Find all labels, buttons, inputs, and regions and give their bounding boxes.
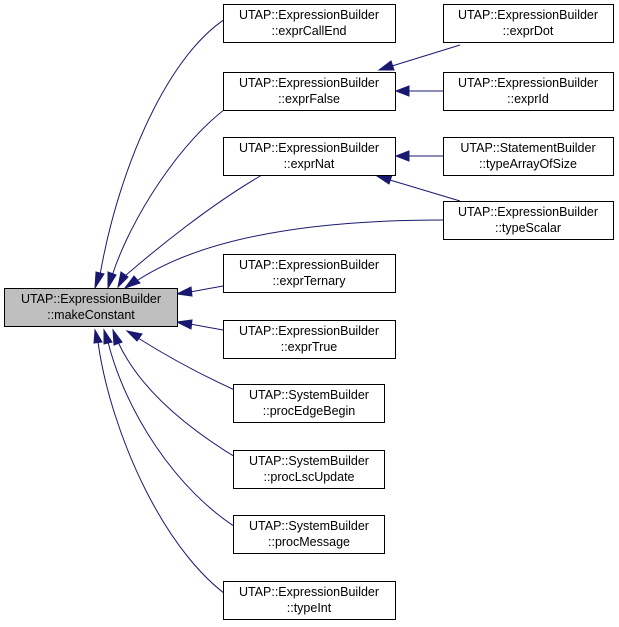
node-make-constant[interactable]: UTAP::ExpressionBuilder ::makeConstant (4, 288, 178, 327)
node-expr-false-line1: UTAP::ExpressionBuilder (239, 76, 379, 90)
node-expr-false-line2: ::exprFalse (278, 92, 340, 106)
node-proc-lsc-update-line2: ::procLscUpdate (263, 470, 354, 484)
node-expr-true-line1: UTAP::ExpressionBuilder (239, 324, 379, 338)
edge-typearrayofsize-to-exprnat (394, 150, 443, 162)
node-type-scalar[interactable]: UTAP::ExpressionBuilder ::typeScalar (443, 201, 614, 240)
node-expr-nat-line2: ::exprNat (284, 157, 335, 171)
edge-proclscupdate-to-makeconstant (112, 328, 241, 461)
edge-exprnat-to-makeconstant (117, 174, 263, 289)
edge-typescalar-to-exprnat (375, 174, 461, 202)
node-proc-message-line1: UTAP::SystemBuilder (249, 519, 369, 533)
node-type-int-line1: UTAP::ExpressionBuilder (239, 585, 379, 599)
node-expr-dot-line1: UTAP::ExpressionBuilder (458, 8, 598, 22)
node-proc-lsc-update-line1: UTAP::SystemBuilder (249, 454, 369, 468)
node-expr-call-end-line1: UTAP::ExpressionBuilder (239, 8, 379, 22)
node-type-scalar-line1: UTAP::ExpressionBuilder (458, 205, 598, 219)
node-expr-nat-line1: UTAP::ExpressionBuilder (239, 141, 379, 155)
edge-typescalar-to-makeconstant (123, 219, 444, 289)
node-type-scalar-line2: ::typeScalar (495, 221, 561, 235)
node-proc-edge-begin-line2: ::procEdgeBegin (263, 404, 355, 418)
edge-exprid-to-exprfalse (394, 85, 443, 97)
edge-procmessage-to-makeconstant (103, 328, 241, 531)
node-make-constant-line1: UTAP::ExpressionBuilder (21, 292, 161, 306)
node-type-array-of-size-line2: ::typeArrayOfSize (479, 157, 577, 171)
node-expr-dot-line2: ::exprDot (503, 24, 554, 38)
edge-exprfalse-to-makeconstant (107, 103, 233, 290)
edge-exprcallend-to-makeconstant (94, 11, 239, 290)
edge-exprtrue-to-makeconstant (175, 319, 224, 331)
node-expr-nat[interactable]: UTAP::ExpressionBuilder ::exprNat (223, 137, 396, 176)
node-type-array-of-size-line1: UTAP::StatementBuilder (460, 141, 595, 155)
edge-exprternary-to-makeconstant (175, 285, 224, 297)
node-expr-true-line2: ::exprTrue (281, 340, 338, 354)
node-expr-call-end-line2: ::exprCallEnd (271, 24, 346, 38)
node-proc-edge-begin-line1: UTAP::SystemBuilder (249, 388, 369, 402)
node-expr-call-end[interactable]: UTAP::ExpressionBuilder ::exprCallEnd (223, 4, 396, 43)
edge-procedgebegin-to-makeconstant (125, 330, 247, 396)
node-expr-ternary-line2: ::exprTernary (273, 274, 347, 288)
node-proc-edge-begin[interactable]: UTAP::SystemBuilder ::procEdgeBegin (233, 384, 385, 423)
node-expr-dot[interactable]: UTAP::ExpressionBuilder ::exprDot (443, 4, 614, 43)
node-proc-message-line2: ::procMessage (268, 535, 350, 549)
edge-typeint-to-makeconstant (93, 328, 241, 605)
node-proc-lsc-update[interactable]: UTAP::SystemBuilder ::procLscUpdate (233, 450, 385, 489)
node-expr-ternary-line1: UTAP::ExpressionBuilder (239, 258, 379, 272)
node-proc-message[interactable]: UTAP::SystemBuilder ::procMessage (233, 515, 385, 554)
node-type-int-line2: ::typeInt (287, 601, 332, 615)
node-expr-false[interactable]: UTAP::ExpressionBuilder ::exprFalse (223, 72, 396, 111)
node-type-int[interactable]: UTAP::ExpressionBuilder ::typeInt (223, 581, 396, 620)
node-expr-id-line1: UTAP::ExpressionBuilder (458, 76, 598, 90)
edge-exprdot-to-exprfalse (377, 44, 461, 71)
node-make-constant-line2: ::makeConstant (47, 308, 135, 322)
node-expr-id-line2: ::exprId (507, 92, 549, 106)
node-expr-true[interactable]: UTAP::ExpressionBuilder ::exprTrue (223, 320, 396, 359)
node-type-array-of-size[interactable]: UTAP::StatementBuilder ::typeArrayOfSize (443, 137, 614, 176)
node-expr-id[interactable]: UTAP::ExpressionBuilder ::exprId (443, 72, 614, 111)
node-expr-ternary[interactable]: UTAP::ExpressionBuilder ::exprTernary (223, 254, 396, 293)
